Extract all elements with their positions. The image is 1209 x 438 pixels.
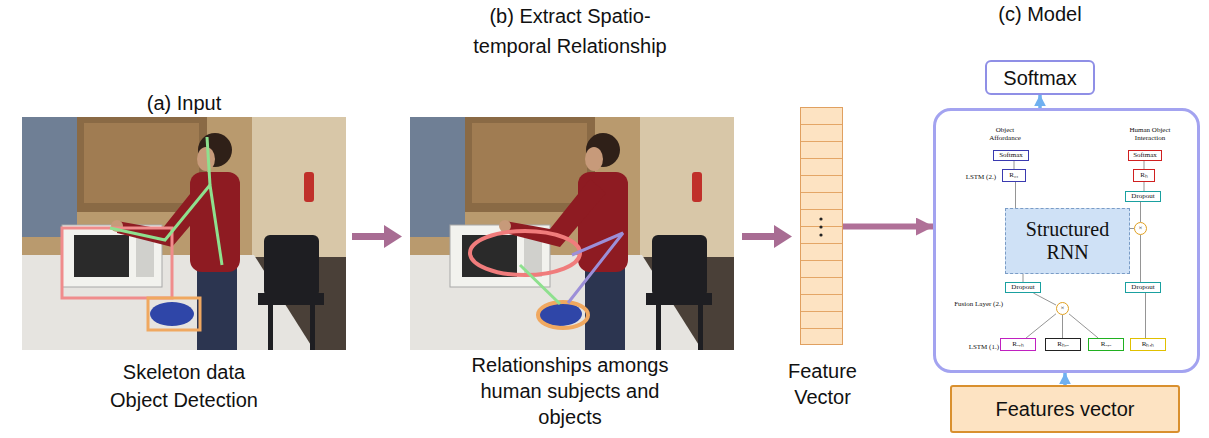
- connector: [1063, 373, 1067, 385]
- connector: [1062, 315, 1063, 338]
- softmax-box: Softmax: [985, 60, 1095, 95]
- lstm-box: Rₕ,ₕ: [1130, 338, 1166, 351]
- layer-label: LSTM (2.): [946, 174, 996, 182]
- node-text: Rₒ,ₒ: [1101, 341, 1111, 348]
- dropout-box: Dropout: [1125, 282, 1161, 293]
- model-box: Object Affordance Human Object Interactio…: [933, 108, 1200, 373]
- connector: [843, 224, 933, 230]
- node-text: Dropout: [1131, 193, 1154, 200]
- node-text: ×: [1061, 305, 1065, 312]
- connector: [1069, 314, 1098, 338]
- connector: [1014, 161, 1015, 169]
- flow-arrow: [774, 225, 792, 248]
- node-text: Structured RNN: [1014, 218, 1122, 264]
- panel-heading: (c) Model: [970, 1, 1110, 27]
- label-holder: Feature Vector: [778, 358, 868, 410]
- connector: [1038, 95, 1042, 108]
- panel-heading: (b) Extract Spatio- temporal Relationshi…: [473, 1, 668, 61]
- connector: [1144, 182, 1145, 191]
- softmax-box: Softmax: [1128, 150, 1162, 161]
- object-ellipse: [538, 302, 588, 328]
- dot: [819, 225, 822, 228]
- label-holder: (a) Input: [114, 90, 254, 116]
- node-text: Dropout: [1011, 284, 1034, 291]
- node-text: Rₕ,ₒ: [1057, 341, 1068, 348]
- dot: [819, 233, 822, 236]
- rnn-box: Structured RNN: [1005, 208, 1130, 274]
- label-holder: (b) Extract Spatio- temporal Relationshi…: [473, 1, 668, 61]
- node-text: Features vector: [996, 398, 1135, 420]
- connector: [1033, 293, 1056, 305]
- flow-arrow: [352, 233, 386, 240]
- label-holder: Object Affordance: [983, 127, 1027, 142]
- node-text: Softmax: [1133, 152, 1157, 159]
- node-text: Rₕ: [1140, 172, 1148, 179]
- lstm-box: Rₒ,ₕ: [1000, 338, 1036, 351]
- fusion-circle: ×: [1056, 302, 1069, 315]
- lstm-box: Rₕ: [1133, 169, 1155, 182]
- skeleton-line: [207, 137, 222, 265]
- feature-vector: Feature Vector: [800, 107, 843, 345]
- relationship-photo: [410, 117, 734, 350]
- object-bbox: [148, 298, 200, 330]
- relation-line: [520, 265, 560, 304]
- dropout-box: Dropout: [1125, 191, 1161, 202]
- dropout-box: Dropout: [1005, 282, 1041, 293]
- node-text: R₀₁: [1009, 172, 1019, 179]
- layer-label: Object Affordance: [983, 127, 1027, 142]
- skeleton-line: [110, 185, 210, 240]
- connector: [1140, 202, 1141, 222]
- lstm-box: Rₒ,ₒ: [1088, 338, 1124, 351]
- input-photo: [22, 117, 346, 350]
- layer-label: Fusion Layer (2.): [953, 301, 1003, 309]
- flow-arrow: [384, 225, 402, 248]
- softmax-box: Softmax: [993, 150, 1029, 161]
- flow-arrow: [742, 233, 776, 240]
- connector: [1023, 274, 1024, 282]
- relation-line: [568, 233, 623, 303]
- connector: [1145, 293, 1146, 338]
- node-text: Rₒ,ₕ: [1012, 341, 1023, 348]
- lstm-box: R₀₁: [1002, 169, 1026, 182]
- panel-heading: (a) Input: [114, 90, 254, 116]
- label-holder: Fusion Layer (2.): [953, 301, 1003, 309]
- features-box: Features vector: [950, 385, 1180, 433]
- node-text: Softmax: [1003, 67, 1076, 89]
- node-text: Softmax: [999, 152, 1023, 159]
- dot: [819, 217, 822, 220]
- lstm-box: Rₕ,ₒ: [1045, 338, 1081, 351]
- panel-caption: Skeleton data Object Detection: [99, 358, 269, 414]
- label-holder: Human Object Interaction: [1120, 127, 1180, 142]
- panel-caption: Relationships amongs human subjects and …: [461, 352, 679, 430]
- fusion-circle: ×: [1134, 222, 1147, 235]
- node-text: Rₕ,ₕ: [1142, 341, 1154, 348]
- label-holder: (c) Model: [970, 1, 1110, 27]
- vector-label: Feature Vector: [778, 358, 868, 410]
- label-holder: LSTM (1.): [944, 344, 999, 352]
- layer-label: LSTM (1.): [944, 344, 999, 352]
- ellipsis-dots: [801, 212, 841, 242]
- connector: [1026, 314, 1056, 338]
- connector: [1144, 161, 1145, 169]
- connector: [1015, 182, 1016, 208]
- node-text: ×: [1139, 225, 1143, 232]
- label-holder: Relationships amongs human subjects and …: [461, 352, 679, 430]
- label-holder: LSTM (2.): [946, 174, 996, 182]
- connector: [1140, 235, 1141, 282]
- layer-label: Human Object Interaction: [1120, 127, 1180, 142]
- label-holder: Skeleton data Object Detection: [99, 358, 269, 414]
- node-text: Dropout: [1131, 284, 1154, 291]
